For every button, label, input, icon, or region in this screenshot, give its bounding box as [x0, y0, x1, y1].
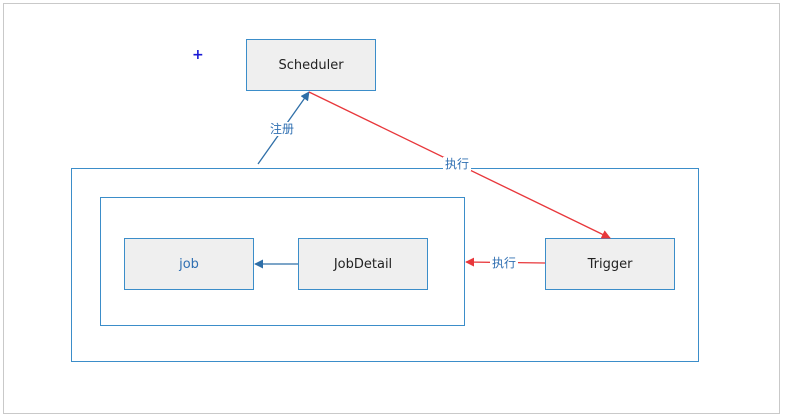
job-container — [100, 197, 465, 326]
job-node: job — [124, 238, 254, 290]
scheduler-node: Scheduler — [246, 39, 376, 91]
trigger-label: Trigger — [587, 256, 633, 272]
outer-container — [71, 168, 699, 362]
execute-edge-label-top: 执行 — [443, 157, 472, 171]
jobdetail-node: JobDetail — [298, 238, 428, 290]
crosshair-cursor-icon: + — [192, 47, 204, 63]
trigger-node: Trigger — [545, 238, 675, 290]
register-edge-label: 注册 — [268, 122, 297, 136]
jobdetail-label: JobDetail — [333, 256, 393, 272]
scheduler-label: Scheduler — [278, 57, 344, 73]
execute-edge-label-trigger: 执行 — [490, 256, 519, 270]
diagram-canvas — [3, 3, 780, 414]
job-label: job — [179, 256, 199, 272]
